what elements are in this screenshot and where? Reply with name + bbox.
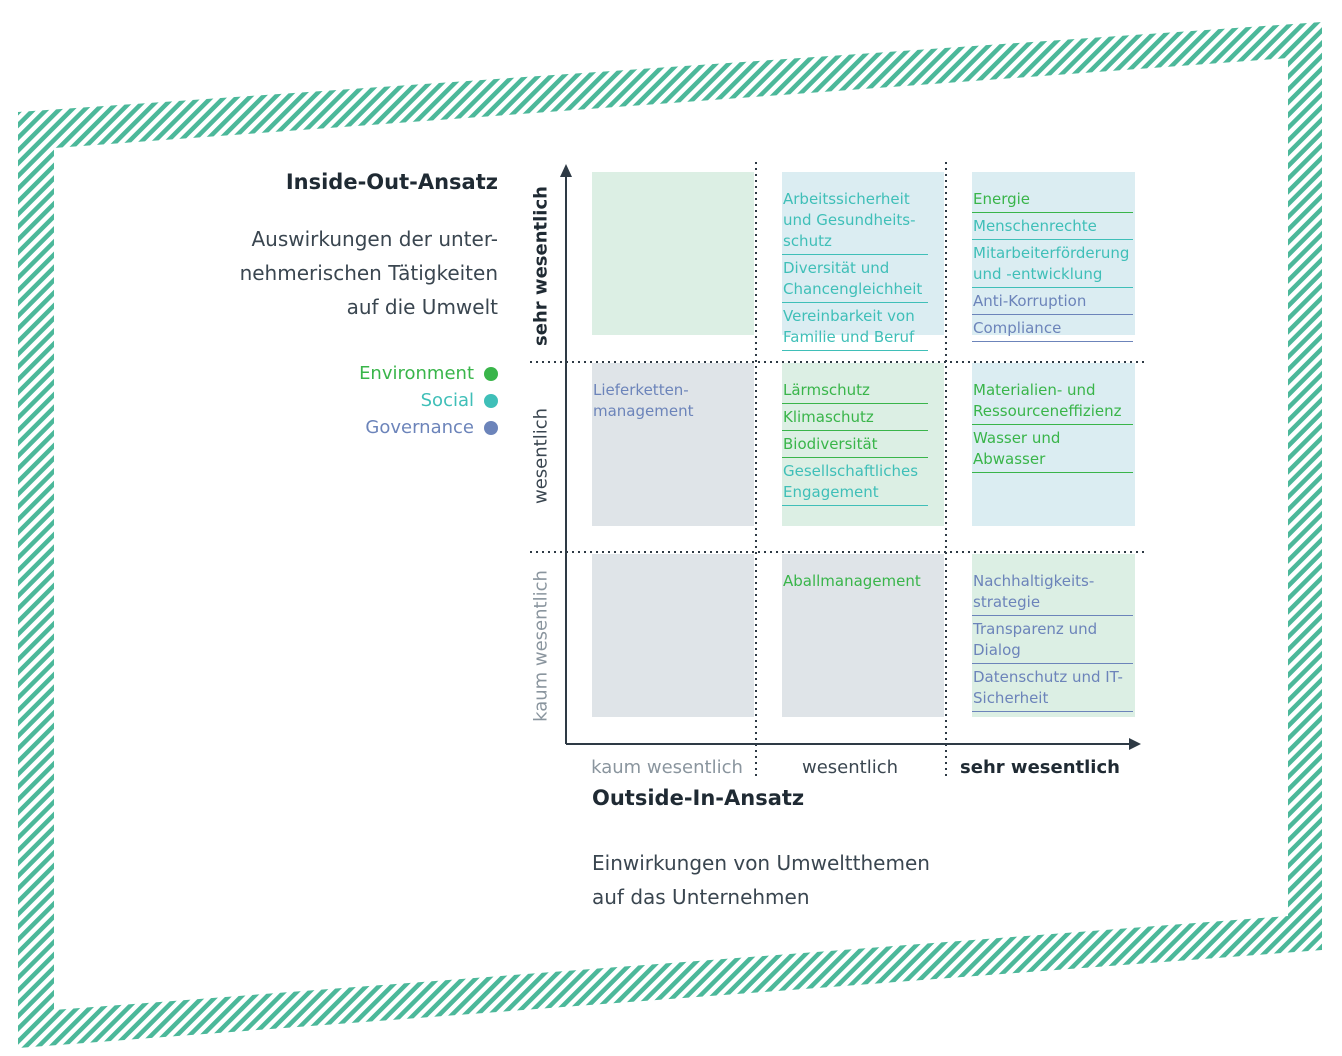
outside-in-title: Outside-In-Ansatz	[592, 786, 805, 810]
legend-item-governance: Governance	[359, 414, 498, 441]
matrix-cell	[592, 172, 754, 335]
legend-item-social: Social	[359, 387, 498, 414]
legend-label: Environment	[359, 363, 474, 384]
topic-item: Lärmschutz	[782, 377, 928, 404]
y-axis-arrow	[560, 164, 572, 177]
y-level-label: sehr wesentlich	[530, 186, 552, 346]
inside-out-description: Auswirkungen der unter- nehmerischen Tät…	[178, 222, 498, 324]
legend-dot-icon	[484, 393, 498, 408]
topic-item: Aballmanagement	[783, 572, 921, 590]
outside-in-description: Einwirkungen von Umweltthemen auf das Un…	[592, 846, 1012, 914]
inside-out-description-line: auf die Umwelt	[346, 295, 498, 319]
y-level-label: kaum wesentlich	[530, 570, 552, 722]
topic-item: Nachhaltigkeits-strategie	[972, 568, 1133, 616]
topic-item: Gesellschaftliches Engagement	[782, 458, 928, 506]
legend-label: Governance	[365, 417, 474, 438]
topic-item: Klimaschutz	[782, 404, 928, 431]
topic-item: Diversität und Chancengleichheit	[782, 255, 928, 303]
topic-list: Arbeitssicherheit und Gesundheits-schutz…	[782, 186, 928, 351]
topic-item: Energie	[972, 186, 1133, 213]
x-level-label: wesentlich	[801, 757, 899, 778]
matrix-cell	[972, 363, 1135, 526]
hatched-border	[18, 22, 1322, 1048]
matrix-cell	[592, 363, 754, 526]
topic-item: Materialien- und Ressourceneffizienz	[972, 377, 1133, 425]
legend-dot-icon	[484, 366, 498, 381]
inside-out-description-line: nehmerischen Tätigkeiten	[239, 261, 498, 285]
legend-dot-icon	[484, 420, 498, 435]
topic-item: Compliance	[972, 315, 1133, 342]
x-level-label: kaum wesentlich	[591, 757, 743, 778]
topic-item: Mitarbeiterförderung und -entwicklung	[972, 240, 1133, 288]
x-axis-arrow	[1129, 738, 1141, 750]
matrix-cell	[972, 172, 1135, 335]
matrix-cell	[592, 554, 754, 717]
matrix-cell	[782, 172, 944, 335]
outside-in-description-line: Einwirkungen von Umweltthemen	[592, 851, 930, 875]
matrix-cell	[972, 554, 1135, 717]
topic-item: Wasser und Abwasser	[972, 425, 1133, 473]
topic-item: Arbeitssicherheit und Gesundheits-schutz	[782, 186, 928, 255]
inside-out-description-line: Auswirkungen der unter-	[251, 227, 498, 251]
topic-item: Biodiversität	[782, 431, 928, 458]
legend-item-environment: Environment	[359, 360, 498, 387]
legend: Environment Social Governance	[359, 360, 498, 441]
topic-item: Datenschutz und IT-Sicherheit	[972, 664, 1133, 712]
matrix-cell	[782, 554, 944, 717]
x-level-label: sehr wesentlich	[960, 757, 1120, 778]
topic-list: Lieferketten-management	[592, 377, 752, 424]
y-level-label: wesentlich	[530, 407, 552, 505]
topic-item: Menschenrechte	[972, 213, 1133, 240]
topic-item: Vereinbarkeit von Familie und Beruf	[782, 303, 928, 351]
topic-item: Lieferketten-management	[593, 381, 694, 420]
legend-label: Social	[420, 390, 474, 411]
topic-list: Aballmanagement	[782, 568, 928, 594]
outside-in-description-line: auf das Unternehmen	[592, 885, 810, 909]
topic-item: Anti-Korruption	[972, 288, 1133, 315]
matrix-cell	[782, 363, 944, 526]
inside-out-title: Inside-Out-Ansatz	[285, 170, 498, 194]
topic-item: Transparenz und Dialog	[972, 616, 1133, 664]
